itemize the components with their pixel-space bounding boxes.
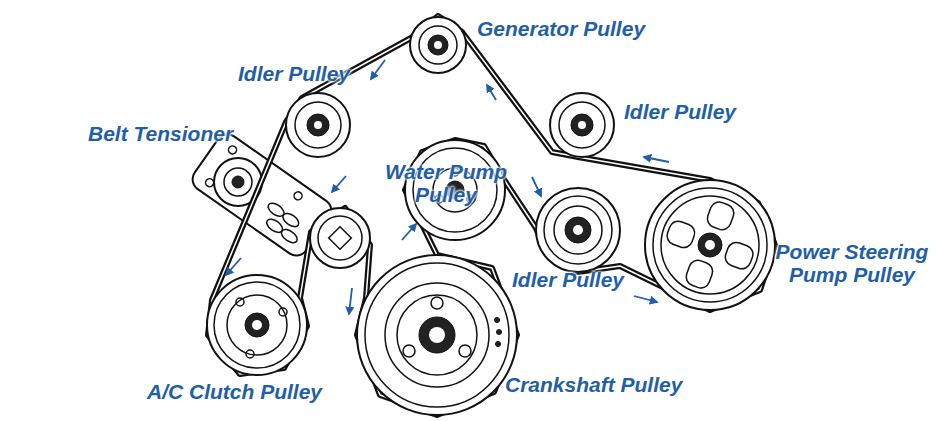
generator-pulley-rim <box>410 17 466 73</box>
timing-mark <box>495 318 500 323</box>
bolt-hole <box>431 297 443 309</box>
damper-ring <box>385 283 489 387</box>
pulley-groove <box>365 263 509 407</box>
timing-mark <box>497 330 502 335</box>
pulley-hub <box>307 114 329 136</box>
timing-mark <box>496 342 501 347</box>
pulley-bore <box>578 121 586 129</box>
plate-slot <box>279 227 299 246</box>
ac-clutch-pulley-rim <box>207 275 307 375</box>
part-label: A/C Clutch Pulley <box>147 380 347 403</box>
bolt-hole <box>236 298 244 306</box>
pulley-groove <box>559 102 605 148</box>
direction-arrow <box>402 224 416 240</box>
part-label: Idler Pulley <box>512 268 652 291</box>
direction-arrow <box>349 288 352 314</box>
pulley-groove <box>653 188 767 302</box>
idler-pulley-rim <box>286 93 350 157</box>
pulley-bore <box>705 240 715 250</box>
pulley-spokes <box>665 200 756 291</box>
pulley-groove <box>214 282 300 368</box>
pulley-hub <box>698 233 722 257</box>
direction-arrow <box>487 85 496 100</box>
spoke-window <box>705 200 736 233</box>
spoke-window <box>723 240 756 271</box>
direction-arrow <box>371 60 385 79</box>
damper-hub <box>397 295 477 375</box>
serpentine-belt <box>208 16 775 415</box>
idler-pulley-rim <box>536 188 620 272</box>
part-label: Crankshaft Pulley <box>505 373 705 396</box>
spoke-window <box>665 219 698 250</box>
idler-pulley-rim <box>550 93 614 157</box>
direction-arrow <box>332 176 346 192</box>
tensioner-pulley-rim <box>310 208 370 268</box>
pulley-hub <box>245 313 269 337</box>
bolt-hole <box>227 144 238 155</box>
pulley-bore <box>573 225 583 235</box>
part-label: Power Steering Pump Pulley <box>768 240 936 286</box>
bolt-hole <box>279 308 287 316</box>
part-label: Idler Pulley <box>624 100 764 123</box>
bolt-hole <box>459 345 471 357</box>
pulley-hub <box>565 217 591 243</box>
direction-arrow <box>532 177 541 196</box>
pulley-bore <box>434 41 442 49</box>
part-label: Idler Pulley <box>238 62 378 85</box>
power-steering-pulley-rim <box>645 180 775 310</box>
pulley-hub <box>428 35 448 55</box>
pulley-hub <box>419 317 455 353</box>
pulley-groove <box>419 26 457 64</box>
clutch-plate <box>227 295 287 355</box>
tensioner-pivot-ring <box>224 168 252 196</box>
part-label: Belt Tensioner <box>88 122 248 145</box>
spoke-window <box>684 258 715 291</box>
square-drive <box>329 227 352 250</box>
direction-arrow <box>644 157 669 162</box>
pulley-groove <box>318 216 362 260</box>
pulley-groove <box>554 206 602 254</box>
bolt-hole <box>403 345 415 357</box>
pulley-groove <box>295 102 341 148</box>
pulley-bore <box>252 320 262 330</box>
part-label: Water Pump Pulley <box>382 160 510 206</box>
crankshaft-pulley-rim <box>357 255 517 415</box>
pulley-bore <box>314 121 322 129</box>
tensioner-pivot-hub <box>232 176 244 188</box>
pulley-hub <box>571 114 593 136</box>
part-label: Generator Pulley <box>477 17 677 40</box>
plate-slot <box>281 211 301 230</box>
direction-arrow <box>634 296 657 302</box>
belt-rib <box>208 16 775 415</box>
pulley-bore <box>429 327 445 343</box>
bolt-hole <box>246 350 254 358</box>
bolt-hole <box>292 190 303 201</box>
pulley-groove <box>544 196 612 264</box>
pulley-web <box>661 196 759 294</box>
direction-arrow <box>226 258 241 275</box>
